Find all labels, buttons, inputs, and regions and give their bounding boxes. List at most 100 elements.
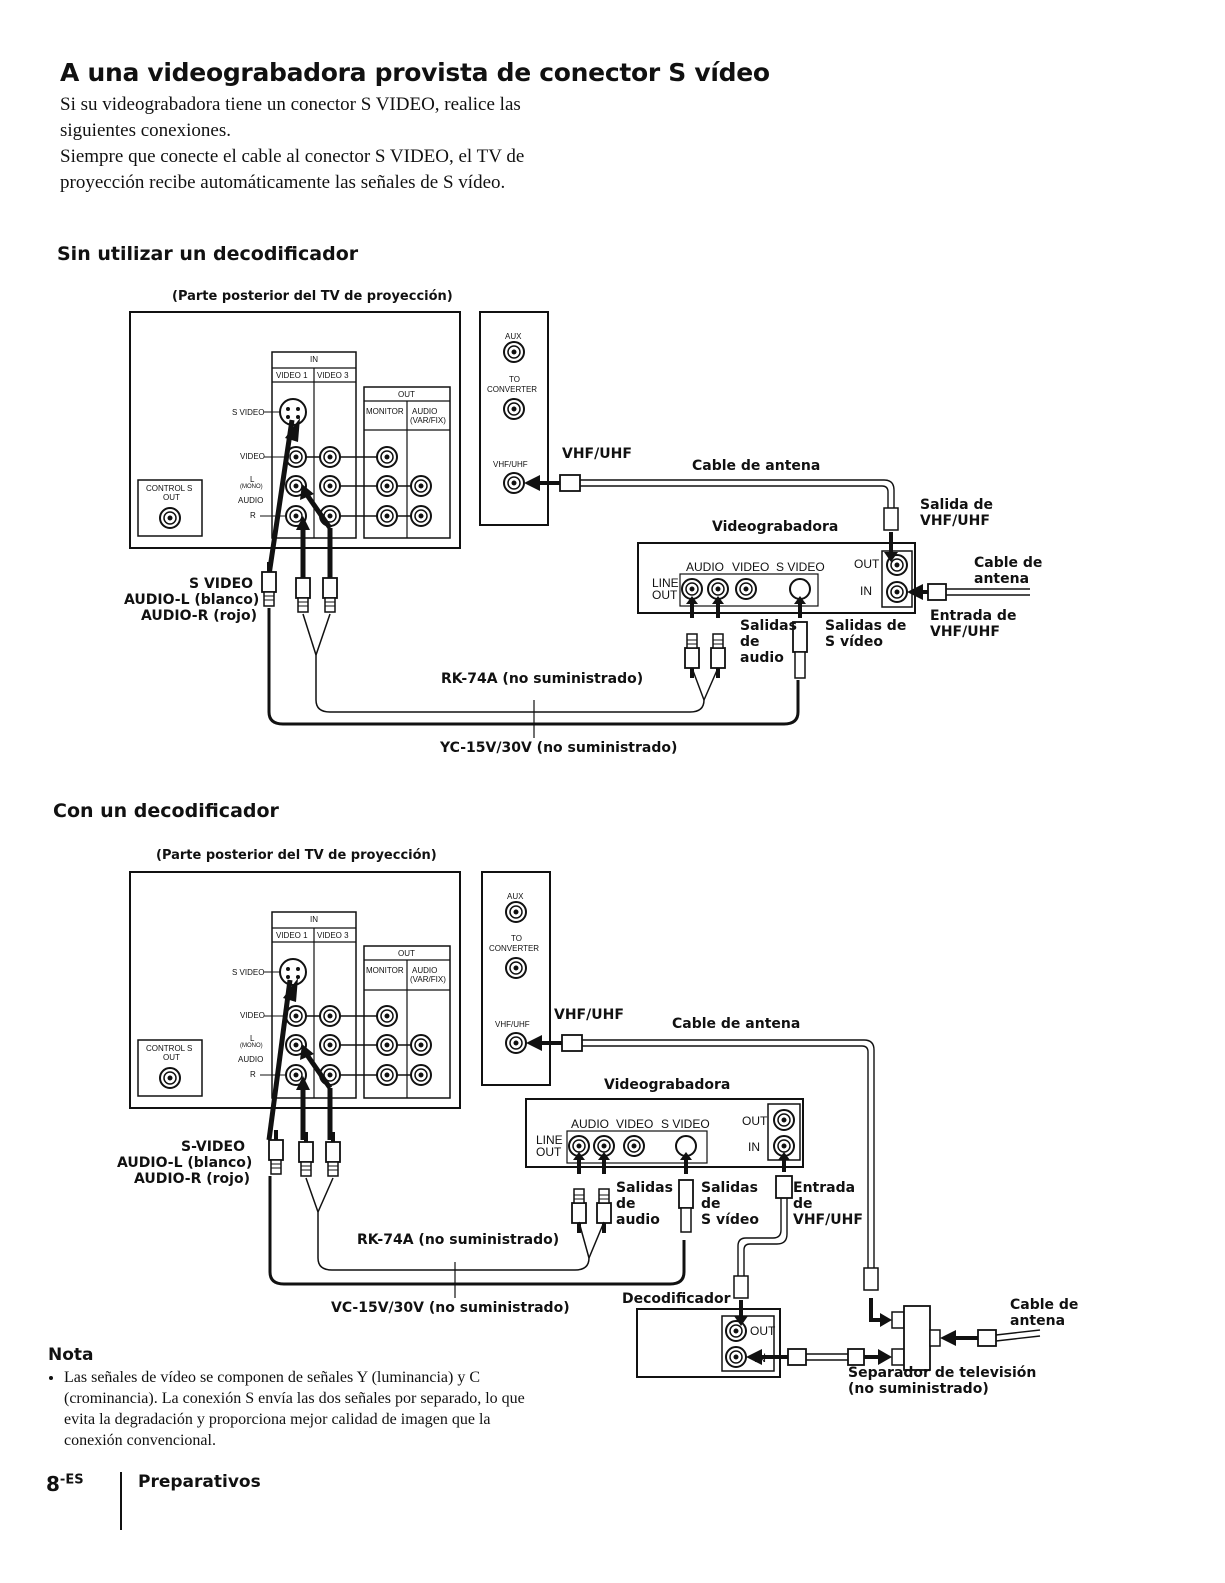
- vcr2-video-label: VIDEO: [616, 1117, 654, 1131]
- antenna-cable-label-1: Cable de antena: [692, 458, 821, 474]
- vcr1-video-label: VIDEO: [732, 560, 770, 574]
- to-label-2: TO: [511, 934, 522, 943]
- caption-2: (Parte posterior del TV de proyección): [156, 848, 437, 863]
- side-panel-1: [479, 311, 899, 531]
- intro-text: Si su videograbadora tiene un conector S…: [60, 92, 580, 196]
- vcr1-in-label: IN: [860, 584, 872, 598]
- vcr2-out-label: OUT: [742, 1114, 768, 1128]
- note-item: Las señales de vídeo se componen de seña…: [64, 1367, 548, 1451]
- vcr-2: [525, 1098, 804, 1299]
- vhf-input-label-2b: de: [793, 1196, 813, 1212]
- tv1-video1-label: VIDEO 1: [276, 371, 308, 380]
- section2-heading: Con un decodificador: [53, 800, 279, 822]
- splitter-label-2: (no suministrado): [848, 1381, 989, 1397]
- decoder-label: Decodificador: [622, 1291, 731, 1307]
- decoder: [636, 1300, 807, 1378]
- audio-outputs-label-2b: de: [616, 1196, 636, 1212]
- antenna-cable-label-2: Cable de antena: [672, 1016, 801, 1032]
- antenna-cable-right-2: Cable de: [1010, 1297, 1079, 1313]
- tv1-video-label: VIDEO: [240, 452, 265, 461]
- tv1-l-label: L: [250, 475, 255, 484]
- vc-cable-label-2: VC-15V/30V (no suministrado): [331, 1300, 570, 1316]
- plug1-audiol-label: AUDIO-L (blanco): [124, 592, 260, 608]
- antenna-cable-right-1: Cable de: [974, 555, 1043, 571]
- side-vhfuhf-label-2: VHF/UHF: [495, 1020, 530, 1029]
- audio-outputs-label-1: Salidas: [740, 618, 797, 634]
- tv1-audio-label: AUDIO: [238, 496, 264, 505]
- aux-label-2: AUX: [507, 892, 524, 901]
- tv2-svideo-label: S VIDEO: [232, 968, 265, 977]
- vcr2-in-label: IN: [748, 1140, 760, 1154]
- intro-paragraph-1: Si su videograbadora tiene un conector S…: [60, 94, 521, 141]
- vhf-input-label-2: Entrada: [793, 1180, 856, 1196]
- vcr1-out-label: OUT: [854, 557, 880, 571]
- svideo-outputs-label-1b: S vídeo: [825, 634, 884, 650]
- page-number-value: 8: [46, 1472, 60, 1496]
- plug1-svideo-label: S VIDEO: [189, 576, 254, 592]
- tv-cables-2: [266, 978, 686, 1298]
- plug1-audior-label: AUDIO-R (rojo): [141, 608, 257, 624]
- vhf-input-label-2c: VHF/UHF: [793, 1212, 863, 1228]
- svideo-outputs-label-1: Salidas de: [825, 618, 907, 634]
- side-panel-2: [481, 871, 879, 1291]
- page-title: A una videograbadora provista de conecto…: [60, 58, 770, 87]
- vcr1-lineout-label: OUT: [652, 588, 678, 602]
- svideo-outputs-label-2c: S vídeo: [701, 1212, 760, 1228]
- tv2-monitor-label: MONITOR: [366, 966, 404, 975]
- vcr2-audio-label: AUDIO: [571, 1117, 610, 1131]
- note-body: Las señales de vídeo se componen de seña…: [48, 1367, 548, 1451]
- tv-back-panel-1: [129, 311, 461, 549]
- footer-divider: [120, 1472, 122, 1530]
- vcr2-lineout-label: OUT: [536, 1145, 562, 1159]
- tv1-audio-out-label: AUDIO: [412, 407, 438, 416]
- rk-cable-label-1: RK-74A (no suministrado): [441, 671, 644, 687]
- antenna-cable-right-1b: antena: [974, 571, 1030, 587]
- vhf-output-label: Salida de: [920, 497, 993, 513]
- section1-heading: Sin utilizar un decodificador: [57, 243, 359, 265]
- antenna-cable-right-2b: antena: [1010, 1313, 1066, 1329]
- svideo-outputs-label-2b: de: [701, 1196, 721, 1212]
- control-s-label-1: CONTROL S: [146, 484, 193, 493]
- side-vhfuhf-label-1: VHF/UHF: [493, 460, 528, 469]
- aux-label-1: AUX: [505, 332, 522, 341]
- intro-paragraph-2: Siempre que conecte el cable al conector…: [60, 146, 525, 193]
- vcr1-line-label: LINE: [652, 576, 679, 590]
- vcr1-audio-label: AUDIO: [686, 560, 725, 574]
- plug2-svideo-label: S-VIDEO: [181, 1139, 246, 1155]
- page-number: 8-ES: [46, 1472, 84, 1496]
- tv1-monitor-label: MONITOR: [366, 407, 404, 416]
- vhf-input-label-1b: VHF/UHF: [930, 624, 1000, 640]
- audio-outputs-label-1c: audio: [740, 650, 784, 666]
- splitter-label: Separador de televisión: [848, 1365, 1037, 1381]
- tv1-video3-label: VIDEO 3: [317, 371, 349, 380]
- tv2-video1-label: VIDEO 1: [276, 931, 308, 940]
- tv2-video3-label: VIDEO 3: [317, 931, 349, 940]
- tv1-out-label: OUT: [398, 390, 415, 399]
- tv2-video-label: VIDEO: [240, 1011, 265, 1020]
- tv1-r-label: R: [250, 511, 256, 520]
- audio-outputs-label-2: Salidas: [616, 1180, 673, 1196]
- tv2-varfix-label: (VAR/FIX): [410, 975, 446, 984]
- tv2-out-label: OUT: [398, 949, 415, 958]
- tv2-mono-label: (MONO): [240, 1043, 263, 1049]
- vhf-input-label-1: Entrada de: [930, 608, 1017, 624]
- tv-cables-1: [261, 418, 800, 738]
- yc-cable-label-1: YC-15V/30V (no suministrado): [440, 740, 678, 756]
- vcr1-svideo-label: S VIDEO: [776, 560, 825, 574]
- tv2-audio-label: AUDIO: [238, 1055, 264, 1064]
- converter-label-2: CONVERTER: [489, 944, 540, 953]
- caption-1: (Parte posterior del TV de proyección): [172, 289, 453, 304]
- vhf-output-label-2: VHF/UHF: [920, 513, 990, 529]
- audio-outputs-label-1b: de: [740, 634, 760, 650]
- vcr-label-2: Videograbadora: [604, 1077, 731, 1093]
- audio-outputs-label-2c: audio: [616, 1212, 660, 1228]
- to-label-1: TO: [509, 375, 520, 384]
- tv1-mono-label: (MONO): [240, 484, 263, 490]
- decoder-in-label: IN: [754, 1351, 766, 1365]
- page-number-suffix: -ES: [59, 1472, 84, 1488]
- vcr-label-1: Videograbadora: [712, 519, 839, 535]
- control-s-label-2: CONTROL S: [146, 1044, 193, 1053]
- control-s-out-label-1: OUT: [163, 493, 180, 502]
- plug2-audiol-label: AUDIO-L (blanco): [117, 1155, 253, 1171]
- rk-cable-label-2: RK-74A (no suministrado): [357, 1232, 560, 1248]
